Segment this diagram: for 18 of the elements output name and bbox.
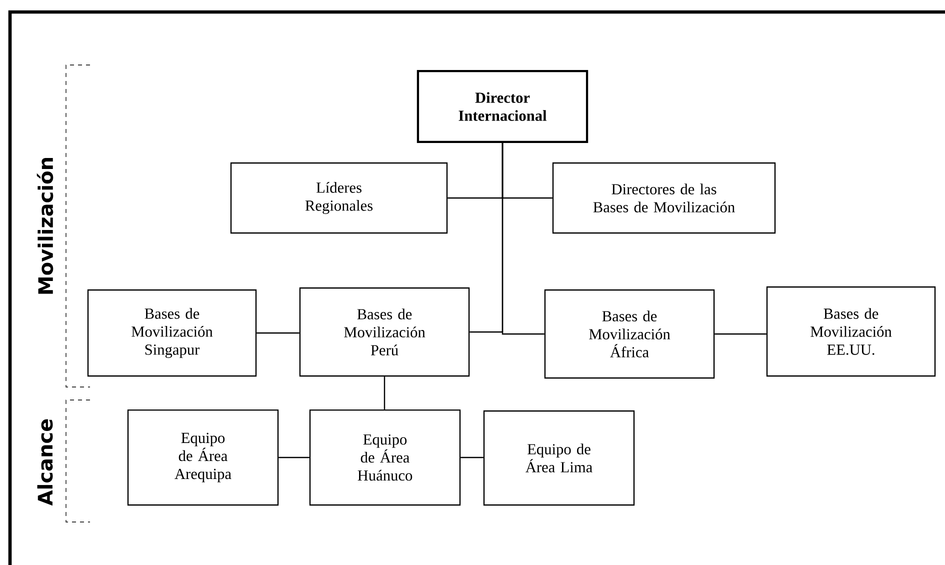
- connector-line: [384, 376, 386, 410]
- section-label: Movilización: [36, 158, 54, 294]
- org-box: Equipo de Área Arequipa: [127, 409, 279, 506]
- org-box: Bases de Movilización África: [544, 289, 715, 379]
- org-box: Directores de las Bases de Movilización: [552, 162, 776, 234]
- org-box: Equipo de Área Lima: [483, 410, 635, 506]
- org-box: Bases de Movilización Singapur: [87, 289, 257, 377]
- connector-line: [714, 333, 766, 335]
- section-label: Alcance: [37, 419, 53, 506]
- connector-line: [278, 456, 310, 458]
- connector-line: [256, 332, 300, 334]
- org-box: Director Internacional: [416, 70, 588, 144]
- org-box: Líderes Regionales: [230, 162, 448, 234]
- org-box: Bases de Movilización EE.UU.: [766, 286, 936, 377]
- org-box: Bases de Movilización Perú: [299, 287, 470, 377]
- connector-line: [460, 456, 484, 458]
- connector-line: [502, 143, 544, 335]
- org-box: Equipo de Área Huánuco: [309, 409, 461, 506]
